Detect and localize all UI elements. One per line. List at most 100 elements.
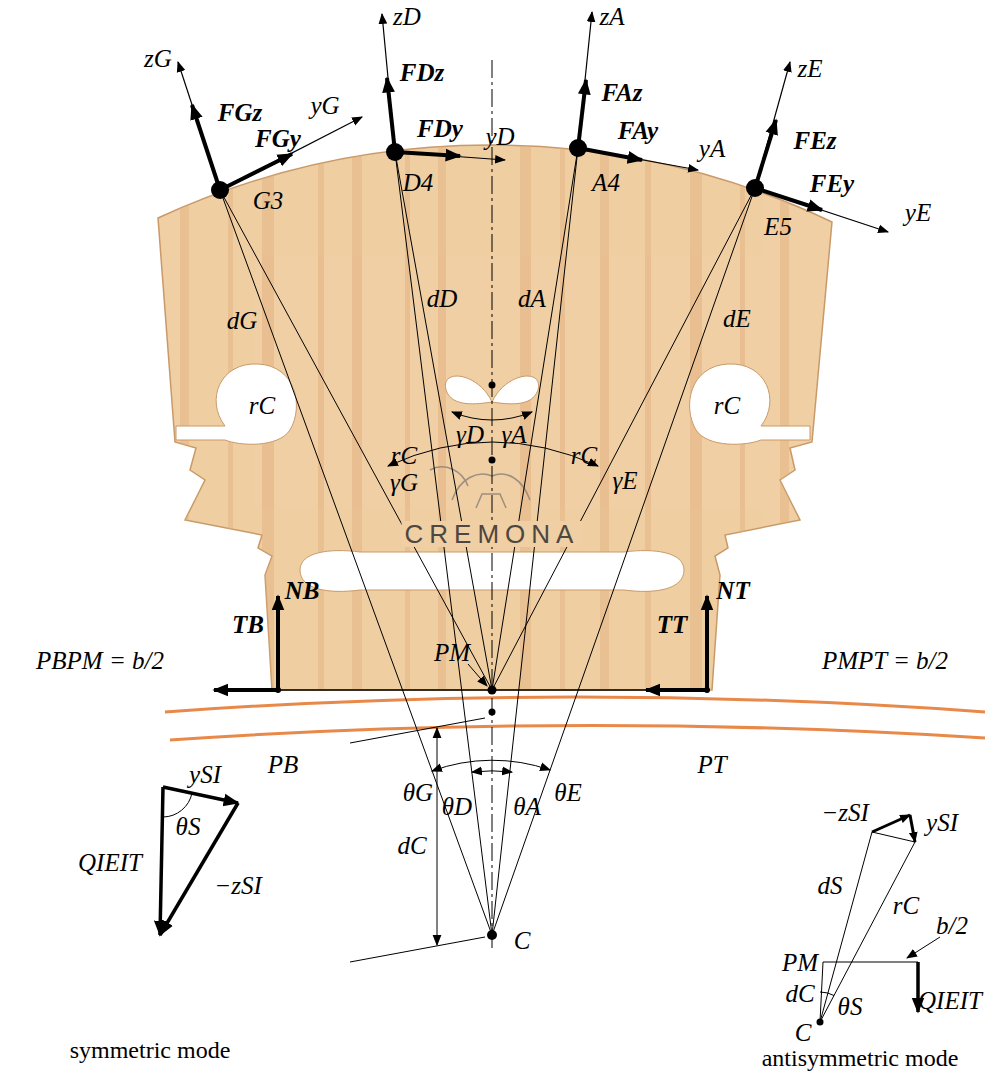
bridge-wood bbox=[158, 120, 832, 720]
string-points-part bbox=[569, 139, 587, 157]
axes-part bbox=[578, 12, 592, 148]
mode-caption: antisymmetric mode bbox=[762, 1046, 959, 1070]
string-points-part bbox=[746, 179, 764, 197]
vector-label: QIEIT bbox=[78, 850, 142, 875]
force-label: NB bbox=[285, 578, 320, 603]
symmetric-mode-sketch bbox=[160, 787, 238, 935]
force-label: FEz bbox=[793, 128, 836, 153]
force-arrows-part bbox=[646, 688, 707, 692]
angle-arcs-part bbox=[388, 442, 598, 466]
radius-lines-part bbox=[492, 188, 755, 935]
radius-lines-part bbox=[395, 152, 492, 690]
force-label: FAy bbox=[618, 118, 658, 143]
axes-part bbox=[382, 14, 395, 152]
dimension-label: rC bbox=[249, 393, 275, 418]
force-label: NT bbox=[716, 578, 749, 603]
dimension-label: dS bbox=[818, 873, 843, 898]
string-points-part bbox=[487, 930, 497, 940]
force-arrows bbox=[192, 78, 822, 690]
axis-label: zA bbox=[600, 4, 625, 29]
dimension-label: dC bbox=[397, 833, 426, 858]
antisymmetric-mode-sketch-part bbox=[872, 832, 915, 842]
axis-label: yD bbox=[485, 124, 514, 149]
string-points-part bbox=[386, 143, 404, 161]
antisymmetric-mode-sketch-part bbox=[820, 832, 872, 1022]
string-points-part bbox=[275, 687, 281, 693]
axes-part bbox=[220, 117, 362, 190]
force-label: TB bbox=[232, 612, 264, 637]
dimension-label: rC bbox=[391, 443, 417, 468]
axis-label: yE bbox=[905, 200, 931, 225]
axis-label: yG bbox=[310, 93, 339, 118]
svg-part-part bbox=[690, 364, 810, 444]
dimension-dc-part bbox=[350, 718, 485, 743]
dimension-dc-part bbox=[437, 728, 438, 945]
angle-label: θE bbox=[554, 780, 582, 805]
symmetry-axis-part bbox=[492, 60, 493, 950]
point-label: PM bbox=[782, 950, 818, 975]
force-arrows-part bbox=[192, 105, 220, 190]
angle-arcs-part bbox=[472, 771, 512, 772]
force-arrows-part bbox=[755, 120, 776, 188]
point-label: D4 bbox=[403, 170, 434, 195]
vector-label: ySI bbox=[189, 762, 221, 787]
force-arrows-part bbox=[578, 148, 642, 160]
dimension-dc-part bbox=[468, 664, 487, 686]
axes bbox=[178, 12, 888, 232]
force-arrows-part bbox=[214, 688, 278, 692]
axis-label: zG bbox=[144, 46, 172, 71]
watermark: CREMONA bbox=[402, 521, 583, 547]
dimension-dc-part bbox=[350, 937, 485, 962]
force-arrows-part bbox=[387, 78, 395, 152]
vector-label: −zSI bbox=[214, 873, 261, 898]
dimension-label: b/2 bbox=[936, 913, 968, 938]
point-label: PM bbox=[434, 640, 470, 665]
axis-label: zD bbox=[393, 4, 421, 29]
symmetric-mode-sketch-part bbox=[163, 787, 238, 803]
angle-arcs-part bbox=[432, 760, 550, 771]
svg-part-part bbox=[176, 364, 296, 444]
dimension-label: dC bbox=[785, 981, 814, 1006]
angle-label: θG bbox=[403, 780, 433, 805]
angle-label: γE bbox=[612, 468, 637, 493]
antisymmetric-mode-sketch-part bbox=[820, 992, 834, 996]
violin-body-part bbox=[170, 725, 985, 740]
dimension-label: dA bbox=[518, 286, 546, 311]
svg-part-part bbox=[318, 120, 324, 720]
string-points-part bbox=[704, 687, 710, 693]
svg-part-part bbox=[438, 120, 446, 720]
dimension-label: rC bbox=[893, 893, 919, 918]
angle-arcs-part bbox=[452, 412, 532, 420]
dimension-label: rC bbox=[571, 443, 597, 468]
svg-part-part bbox=[476, 494, 506, 508]
vector-label: ySI bbox=[926, 810, 958, 835]
point-label: C bbox=[795, 1020, 812, 1045]
angle-label: γD bbox=[456, 422, 484, 447]
axis-label: yA bbox=[699, 136, 725, 161]
symmetry-axis bbox=[492, 60, 493, 950]
string-points-part bbox=[489, 382, 496, 389]
svg-part-part bbox=[600, 120, 609, 720]
force-label: FDz bbox=[400, 60, 444, 85]
force-arrows-part bbox=[276, 596, 280, 690]
string-points-part bbox=[489, 457, 496, 464]
point-label: A4 bbox=[592, 170, 620, 195]
string-points-part bbox=[211, 181, 229, 199]
svg-part-part bbox=[560, 120, 565, 720]
force-label: FAz bbox=[602, 80, 643, 105]
string-points-part bbox=[488, 686, 497, 695]
axes-part bbox=[578, 148, 698, 170]
vector-label: −zSI bbox=[821, 800, 868, 825]
angle-label: θA bbox=[513, 794, 541, 819]
force-label: TT bbox=[657, 612, 688, 637]
dimension-label: dD bbox=[427, 286, 458, 311]
antisymmetric-mode-sketch-part bbox=[907, 937, 940, 958]
axis-label: zE bbox=[798, 56, 823, 81]
force-arrows-part bbox=[705, 596, 709, 690]
force-arrows-part bbox=[395, 152, 460, 156]
svg-part-part bbox=[645, 120, 651, 720]
dimension-label: dG bbox=[227, 308, 258, 333]
antisymmetric-mode-sketch-part bbox=[872, 815, 910, 832]
angle-arcs bbox=[388, 412, 598, 772]
